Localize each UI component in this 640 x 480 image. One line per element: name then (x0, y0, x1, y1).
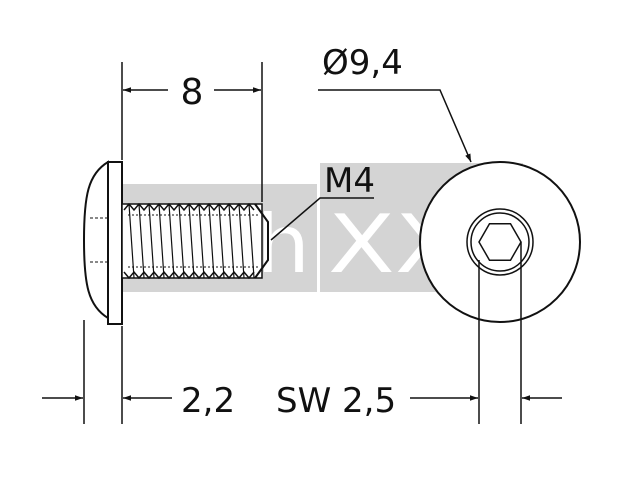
dimension-thread (270, 197, 374, 241)
dimension-length (121, 62, 263, 202)
thread-leader (270, 197, 374, 241)
screw-top-view (419, 161, 581, 323)
screw-head-circle (419, 161, 581, 323)
dimension-socket-size (410, 242, 562, 424)
screw-head-collar (107, 161, 123, 325)
socket-size-label: SW 2,5 (276, 381, 396, 421)
dimension-head-diameter (318, 89, 472, 163)
screw-thread-roots (128, 214, 258, 268)
head-diameter-label: Ø9,4 (322, 43, 403, 83)
thread-label: M4 (324, 161, 375, 201)
head-height-label: 2,2 (181, 381, 235, 421)
screw-thread-bottom (123, 270, 255, 280)
screw-thread-flanks (128, 203, 255, 279)
screw-head-dome (82, 160, 109, 320)
hex-socket (478, 223, 522, 261)
dimension-head-height (42, 320, 172, 424)
screw-side-view (82, 160, 269, 325)
socket-circle-outer (466, 208, 534, 276)
shank-chamfer (254, 203, 269, 279)
diameter-leader (318, 89, 472, 163)
socket-circle-inner (470, 212, 530, 272)
length-label: 8 (181, 72, 204, 113)
